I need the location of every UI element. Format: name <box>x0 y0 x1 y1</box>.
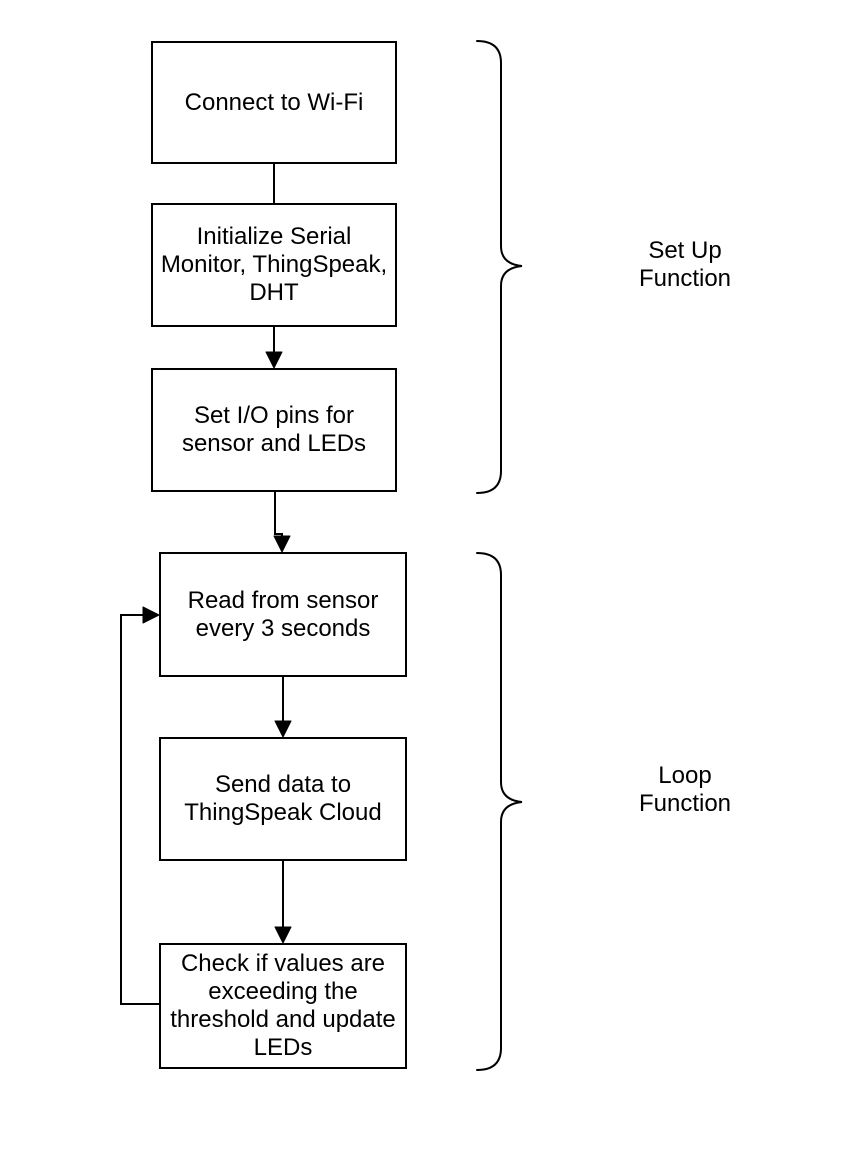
loop-function-label: Loop Function <box>638 762 732 817</box>
flow-node-check-thresholds-label: Check if values are exceeding the thresh… <box>170 950 396 1061</box>
flow-node-connect-wifi: Connect to Wi-Fi <box>151 41 397 164</box>
setup-function-brace <box>476 40 523 494</box>
edge-initialize-to-setio-arrowhead-icon <box>265 351 283 369</box>
flow-node-set-io-pins-label: Set I/O pins for sensor and LEDs <box>181 402 367 457</box>
edge-readsensor-to-senddata-arrowhead-icon <box>274 720 292 738</box>
flow-node-initialize-peripherals: Initialize Serial Monitor, ThingSpeak, D… <box>151 203 397 327</box>
flow-node-check-thresholds: Check if values are exceeding the thresh… <box>159 943 407 1069</box>
flow-node-send-data-label: Send data to ThingSpeak Cloud <box>184 771 382 826</box>
edge-senddata-to-check-arrowhead-icon <box>274 926 292 944</box>
edge-loopback-arrowhead-icon <box>142 606 160 624</box>
flow-node-initialize-peripherals-label: Initialize Serial Monitor, ThingSpeak, D… <box>160 223 388 306</box>
flow-node-connect-wifi-label: Connect to Wi-Fi <box>184 88 364 116</box>
flow-node-read-sensor: Read from sensor every 3 seconds <box>159 552 407 677</box>
setup-function-label: Set Up Function <box>638 237 732 292</box>
edge-loopback-line <box>120 614 160 1005</box>
edge-setio-to-readsensor-line <box>274 491 283 538</box>
flow-node-read-sensor-label: Read from sensor every 3 seconds <box>187 586 379 642</box>
flow-node-send-data: Send data to ThingSpeak Cloud <box>159 737 407 861</box>
edge-setio-to-readsensor-arrowhead-icon <box>273 535 291 553</box>
flow-node-set-io-pins: Set I/O pins for sensor and LEDs <box>151 368 397 492</box>
loop-function-brace <box>476 552 523 1071</box>
